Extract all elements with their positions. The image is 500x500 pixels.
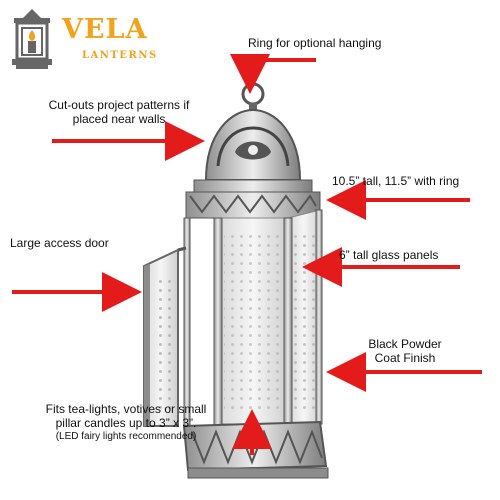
cutouts-callout-line-2: placed near walls: [72, 112, 166, 126]
candles-callout-note: (LED fairy lights recommended): [55, 431, 197, 442]
brand-subtitle: LANTERNS: [82, 50, 158, 61]
brand-name: VELA: [62, 14, 148, 45]
candles-callout: Fits tea-lights, votives or small pillar…: [16, 402, 236, 444]
height-callout: 10.5” tall, 11.5” with ring: [332, 174, 460, 188]
finish-callout-line-2: Coat Finish: [374, 351, 436, 365]
candles-callout-line-2: pillar candles up to 3” x 3”.: [55, 416, 197, 430]
glass-callout: 6” tall glass panels: [339, 248, 439, 262]
lantern-product-image: [143, 82, 329, 479]
candles-callout-line-1: Fits tea-lights, votives or small: [45, 402, 207, 416]
cutouts-callout: Cut-outs project patterns if placed near…: [24, 98, 214, 126]
arrow-icon: [12, 54, 482, 455]
door-callout: Large access door: [10, 236, 109, 250]
finish-callout-line-1: Black Powder: [368, 337, 442, 351]
cutouts-callout-line-1: Cut-outs project patterns if: [48, 98, 190, 112]
ring-callout: Ring for optional hanging: [248, 36, 382, 50]
lantern-logo-icon: [12, 9, 52, 69]
finish-callout: Black Powder Coat Finish: [340, 337, 470, 365]
